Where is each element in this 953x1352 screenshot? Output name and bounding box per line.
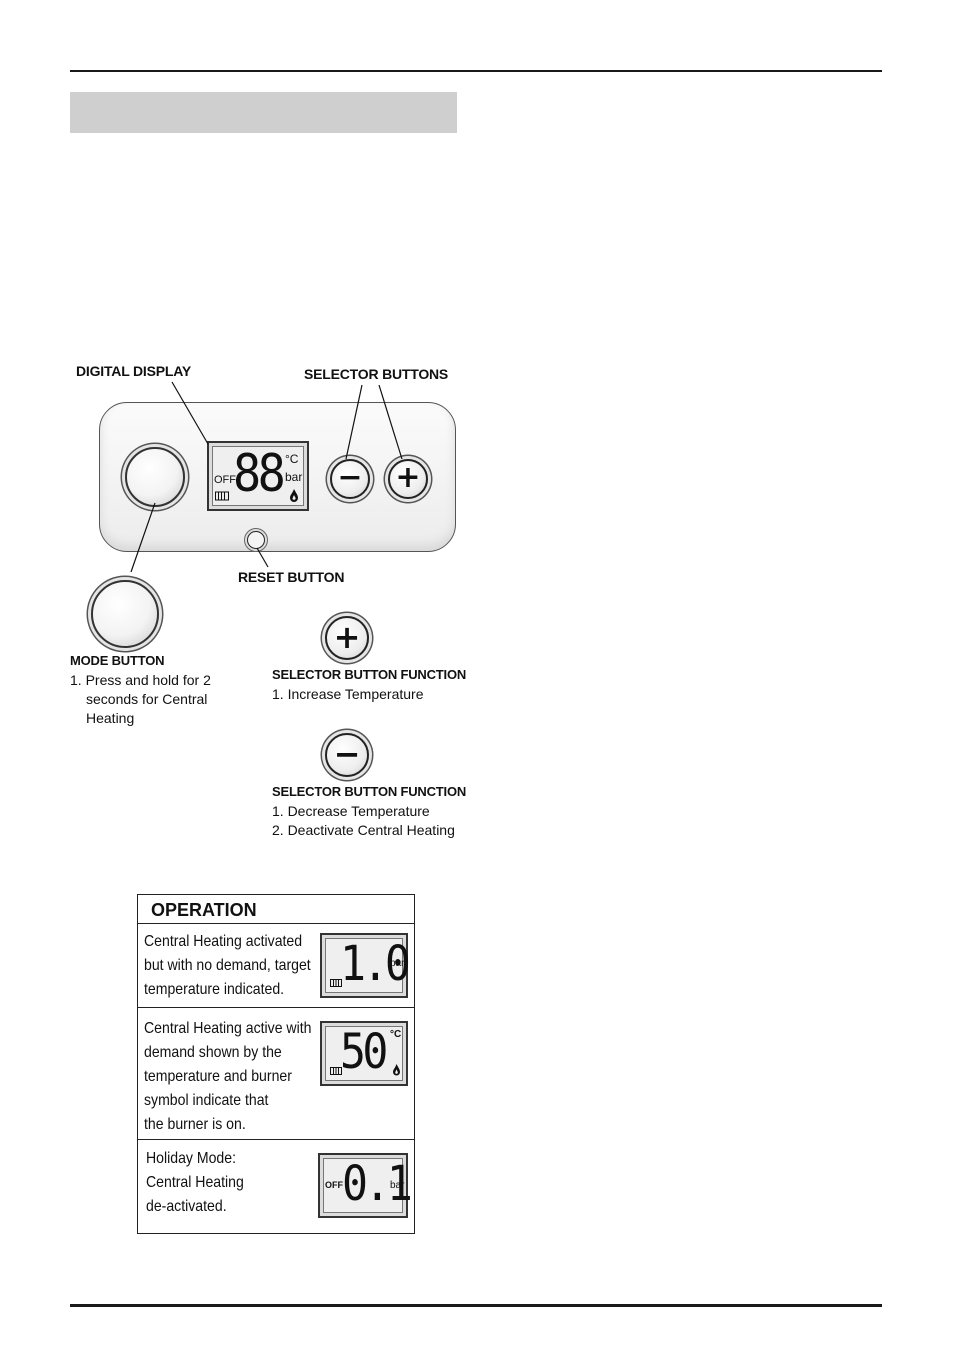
- operation-row-1-unit: bar: [390, 958, 405, 969]
- operation-row-2-display: 50 °C: [320, 1021, 408, 1086]
- selector-buttons-label: SELECTOR BUTTONS: [304, 366, 449, 382]
- operation-row-1-display: 1.0 bar: [320, 933, 411, 998]
- reset-button-label: RESET BUTTON: [238, 569, 345, 585]
- mode-button-line-1: 1. Press and hold for 2: [70, 672, 211, 688]
- operation-row-3-display: OFF 0.1 bar: [318, 1153, 413, 1218]
- radiator-icon: [330, 1067, 342, 1075]
- operation-row-3-off: OFF: [325, 1180, 343, 1190]
- plus-selector-button[interactable]: +: [388, 459, 428, 499]
- mode-button-large: [91, 580, 159, 648]
- operation-row-1-digits: 1.0: [340, 936, 411, 992]
- decrease-function-title: SELECTOR BUTTON FUNCTION: [272, 784, 467, 799]
- flame-icon: [393, 1064, 400, 1076]
- operation-row-3-digits: 0.1: [342, 1156, 413, 1212]
- operation-row-2-line-2: demand shown by the: [144, 1044, 282, 1061]
- minus-selector-button[interactable]: −: [330, 459, 370, 499]
- plus-icon: +: [395, 460, 421, 495]
- display-off-indicator: OFF: [214, 474, 236, 486]
- mode-button-line-2: seconds for Central: [86, 691, 208, 707]
- operation-row: Central Heating activated but with no de…: [138, 923, 414, 1008]
- operation-row-2-unit: °C: [390, 1029, 402, 1040]
- bottom-rule: [70, 1304, 882, 1307]
- decrease-button-illustration: −: [325, 733, 369, 777]
- operation-row-2-line-3: temperature and burner: [144, 1068, 292, 1085]
- digital-display: OFF 88 °C bar: [207, 441, 309, 511]
- operation-row-2-line-4: symbol indicate that: [144, 1092, 269, 1109]
- operation-table: OPERATION Central Heating activated but …: [137, 894, 415, 1234]
- radiator-icon: [215, 491, 229, 501]
- display-celsius-indicator: °C: [285, 452, 299, 466]
- operation-row-1-line-3: temperature indicated.: [144, 981, 285, 998]
- top-rule: [70, 70, 882, 72]
- mode-button-title: MODE BUTTON: [70, 653, 165, 668]
- increase-function-title: SELECTOR BUTTON FUNCTION: [272, 667, 467, 682]
- operation-row-2-line-1: Central Heating active with: [144, 1020, 312, 1037]
- operation-row-3-line-2: Central Heating: [146, 1174, 244, 1191]
- mode-button-line-3: Heating: [86, 710, 135, 726]
- increase-function-line-1: 1. Increase Temperature: [272, 686, 424, 702]
- operation-title: OPERATION: [151, 900, 257, 920]
- increase-button-illustration: +: [325, 616, 369, 660]
- display-bar-indicator: bar: [285, 470, 303, 484]
- minus-icon: −: [333, 734, 361, 773]
- operation-row: Holiday Mode: Central Heating de-activat…: [138, 1139, 414, 1234]
- radiator-icon: [330, 979, 342, 987]
- decrease-function-line-2: 2. Deactivate Central Heating: [272, 822, 455, 838]
- operation-row-1-line-1: Central Heating activated: [144, 933, 303, 950]
- reset-button[interactable]: [247, 531, 265, 549]
- operation-row-2-digits: 50: [340, 1024, 388, 1080]
- operation-row-3-line-3: de-activated.: [146, 1198, 227, 1215]
- operation-row-1-line-2: but with no demand, target: [144, 957, 311, 974]
- operation-row-3-unit: bar: [390, 1180, 405, 1191]
- digital-display-label: DIGITAL DISPLAY: [76, 363, 191, 379]
- operation-row-3-line-1: Holiday Mode:: [146, 1150, 237, 1167]
- operation-row-2-line-5: the burner is on.: [144, 1116, 246, 1133]
- section-header-bar: [70, 92, 457, 133]
- mode-button[interactable]: [125, 447, 185, 507]
- operation-row: Central Heating active with demand shown…: [138, 1007, 414, 1140]
- decrease-function-line-1: 1. Decrease Temperature: [272, 803, 430, 819]
- flame-icon: [290, 489, 298, 502]
- plus-icon: +: [333, 617, 361, 656]
- minus-icon: −: [337, 460, 363, 495]
- display-digits: 88: [233, 444, 286, 504]
